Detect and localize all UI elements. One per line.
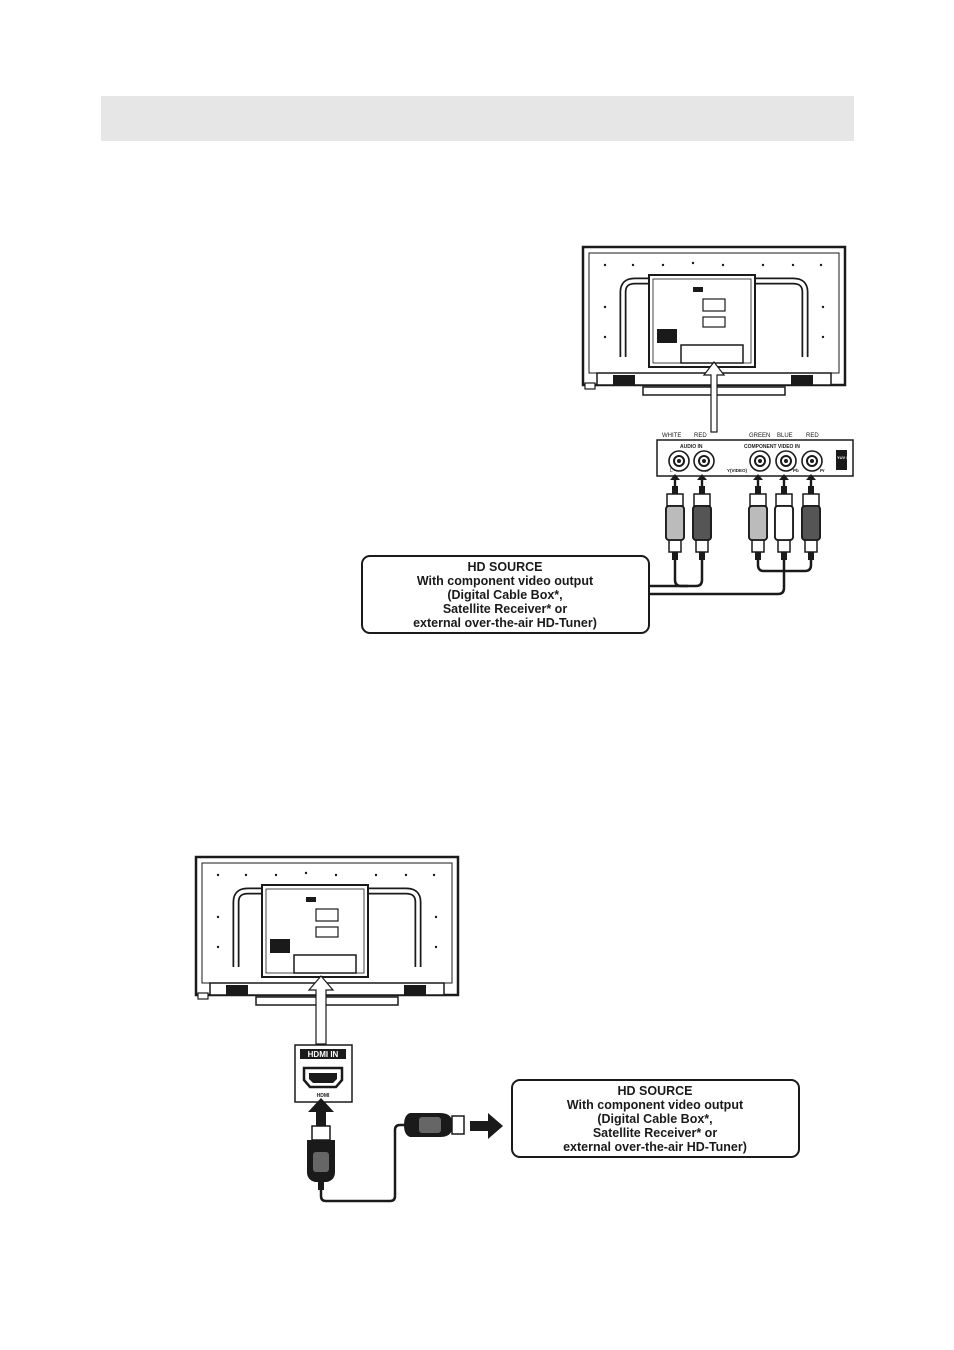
hdmi-cable bbox=[319, 1123, 410, 1203]
hdmi-plug-vertical bbox=[307, 1125, 335, 1190]
hd-source-box-2: HD SOURCE With component video output (D… bbox=[511, 1079, 800, 1158]
label-audio-l: L bbox=[670, 468, 673, 474]
up-arrow-hdmi bbox=[307, 975, 335, 1045]
component-input-panel: WHITE RED AUDIO IN GREEN BLUE RED COMPON… bbox=[656, 433, 854, 477]
hdmi-plug-horizontal bbox=[404, 1113, 465, 1137]
connect-arrow-right bbox=[470, 1113, 503, 1139]
hd-source-1-line3: (Digital Cable Box*, bbox=[447, 588, 562, 602]
label-green: GREEN bbox=[749, 433, 770, 439]
label-pr: Pr bbox=[820, 468, 825, 473]
hd-source-2-line3: (Digital Cable Box*, bbox=[597, 1112, 712, 1126]
label-pb: Pb bbox=[793, 468, 799, 473]
hd-source-1-line5: external over-the-air HD-Tuner) bbox=[413, 616, 597, 630]
component-cables bbox=[650, 560, 813, 596]
up-arrow-component bbox=[702, 361, 726, 433]
label-hdmi-small: HDMI bbox=[317, 1093, 330, 1099]
label-y-video: Y(VIDEO) bbox=[727, 468, 748, 473]
hd-source-1-line4: Satellite Receiver* or bbox=[443, 602, 568, 616]
hd-source-1-line1: HD SOURCE bbox=[467, 560, 542, 574]
rca-plugs bbox=[665, 473, 821, 561]
hd-source-1-line2: With component video output bbox=[417, 574, 594, 588]
label-blue: BLUE bbox=[777, 433, 793, 439]
hd-source-2-line2: With component video output bbox=[567, 1098, 744, 1112]
label-audio-in: AUDIO IN bbox=[680, 444, 703, 450]
hd-source-2-line4: Satellite Receiver* or bbox=[593, 1126, 718, 1140]
hd-source-2-line5: external over-the-air HD-Tuner) bbox=[563, 1140, 747, 1154]
hd-source-box-1: HD SOURCE With component video output (D… bbox=[361, 555, 650, 634]
label-component-video-in: COMPONENT VIDEO IN bbox=[744, 444, 800, 450]
hd-source-2-line1: HD SOURCE bbox=[617, 1084, 692, 1098]
label-red: RED bbox=[694, 433, 707, 439]
label-hdmi-in: HDMI IN bbox=[308, 1050, 339, 1059]
label-red-2: RED bbox=[806, 433, 819, 439]
insert-arrow-up bbox=[308, 1098, 334, 1126]
section-header-band bbox=[101, 96, 854, 141]
label-white: WHITE bbox=[662, 433, 681, 439]
label-yuv-in: YUV IN bbox=[837, 455, 850, 460]
hdmi-input-panel: HDMI IN HDMI bbox=[294, 1044, 353, 1103]
